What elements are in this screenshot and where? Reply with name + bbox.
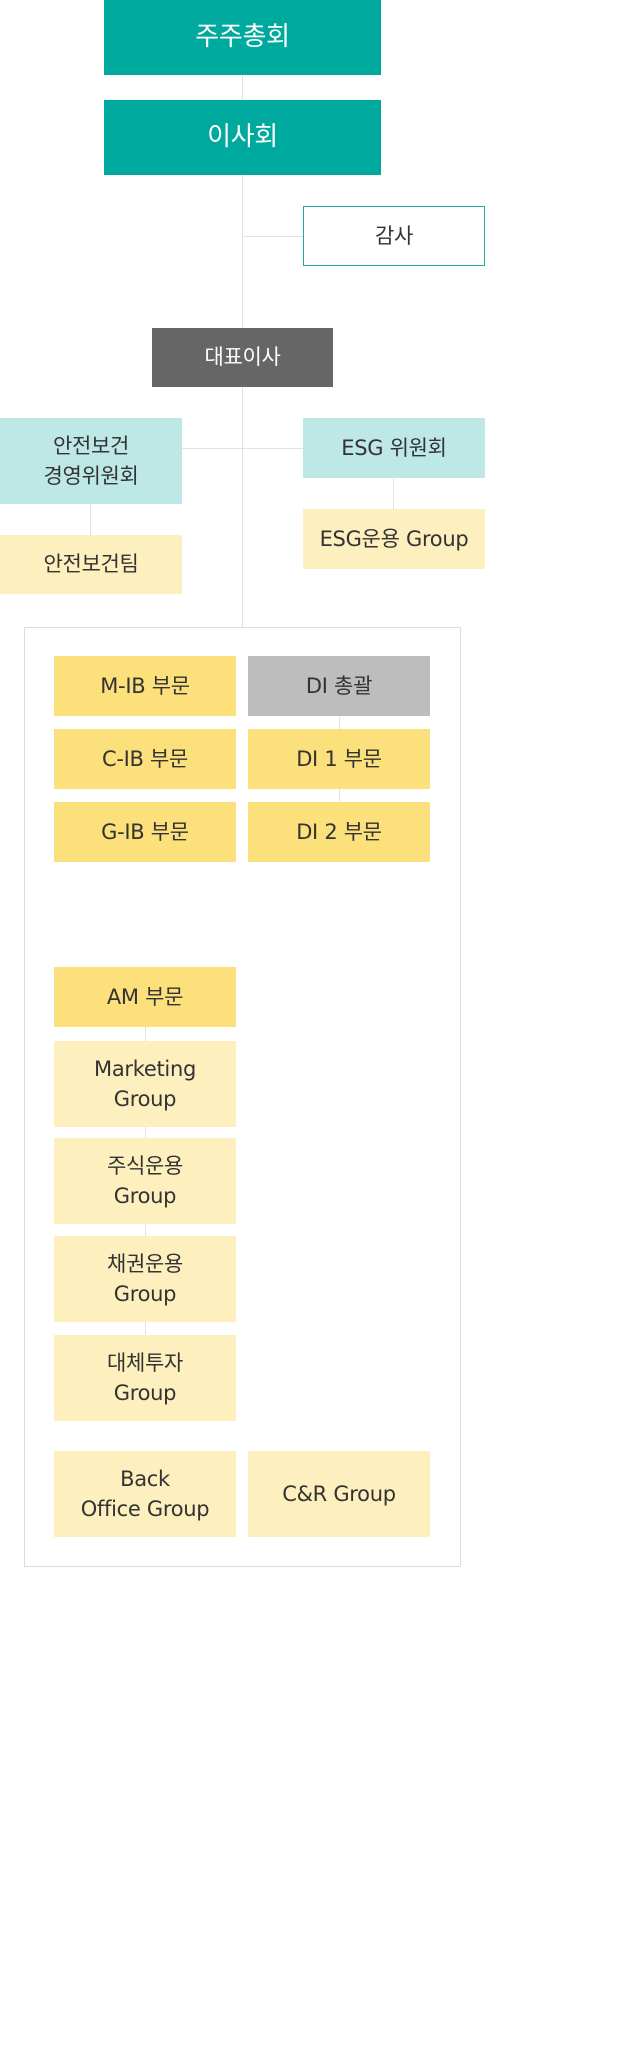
gib-division-box: G-IB 부문 xyxy=(54,802,236,862)
cr-group-box: C&R Group xyxy=(248,1451,430,1537)
esg-committee-box: ESG 위원회 xyxy=(303,418,485,478)
alternative-investment-group-box: 대체투자 Group xyxy=(54,1335,236,1421)
audit-connector xyxy=(243,236,304,237)
safety-team-box: 안전보건팀 xyxy=(0,535,182,594)
committee-horizontal-connector xyxy=(182,448,304,449)
audit-box: 감사 xyxy=(303,206,485,266)
safety-team-connector xyxy=(90,504,91,535)
org-chart: 주주총회 이사회 감사 대표이사 안전보건 경영위원회 안전보건팀 ESG 위원… xyxy=(0,0,485,1567)
mib-division-box: M-IB 부문 xyxy=(54,656,236,716)
di-head-box: DI 총괄 xyxy=(248,656,430,716)
safety-committee-box: 안전보건 경영위원회 xyxy=(0,418,182,504)
esg-group-connector xyxy=(393,478,394,509)
marketing-group-box: Marketing Group xyxy=(54,1041,236,1127)
esg-group-box: ESG운용 Group xyxy=(303,509,485,569)
equity-group-box: 주식운용 Group xyxy=(54,1138,236,1224)
bond-group-box: 채권운용 Group xyxy=(54,1236,236,1322)
board-of-directors-box: 이사회 xyxy=(104,100,381,175)
cib-division-box: C-IB 부문 xyxy=(54,729,236,789)
shareholders-meeting-box: 주주총회 xyxy=(104,0,381,75)
ceo-box: 대표이사 xyxy=(152,328,333,387)
back-office-group-box: Back Office Group xyxy=(54,1451,236,1537)
di1-division-box: DI 1 부문 xyxy=(248,729,430,789)
am-division-box: AM 부문 xyxy=(54,967,236,1027)
di2-division-box: DI 2 부문 xyxy=(248,802,430,862)
